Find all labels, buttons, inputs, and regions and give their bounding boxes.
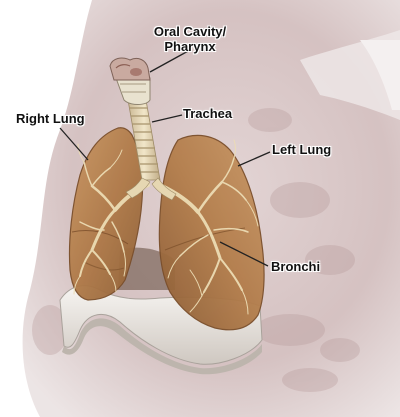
leader-line-right-lung bbox=[59, 127, 89, 161]
bronchial-tree bbox=[73, 139, 259, 315]
trachea bbox=[125, 99, 177, 201]
label-oral-cavity-line1: Oral Cavity/ bbox=[153, 24, 227, 39]
label-oral-cavity-pharynx: Oral Cavity/ Pharynx bbox=[140, 24, 240, 54]
larynx bbox=[109, 57, 151, 105]
label-trachea: Trachea bbox=[183, 106, 233, 121]
leader-line-bronchi bbox=[219, 241, 269, 267]
label-bronchi: Bronchi bbox=[271, 259, 321, 274]
leader-lines bbox=[59, 49, 271, 267]
leader-line-trachea bbox=[151, 114, 183, 123]
leader-line-oral-cavity bbox=[149, 49, 191, 73]
leader-line-left-lung bbox=[237, 151, 271, 167]
label-right-lung: Right Lung bbox=[16, 111, 85, 126]
label-left-lung: Left Lung bbox=[272, 142, 332, 157]
label-oral-cavity-line2: Pharynx bbox=[164, 39, 216, 54]
